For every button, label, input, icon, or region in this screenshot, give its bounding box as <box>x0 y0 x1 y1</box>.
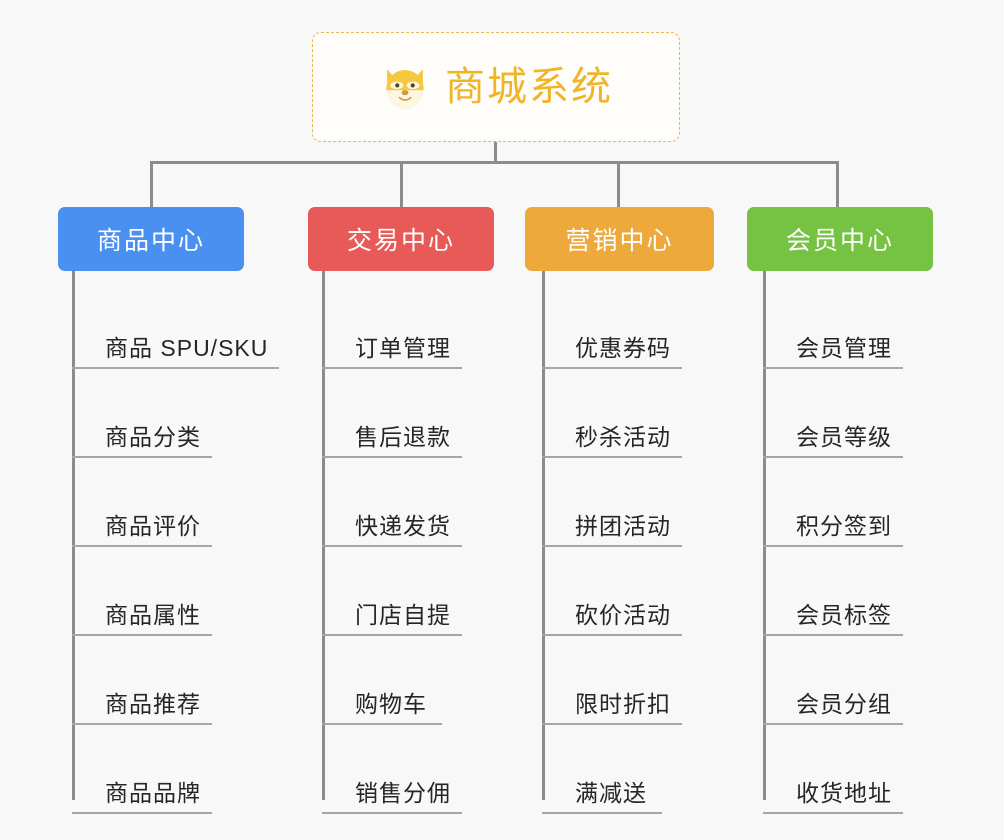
leaf-label: 积分签到 <box>763 513 903 547</box>
connector-drop-3 <box>617 161 620 207</box>
leaf-label: 砍价活动 <box>542 602 682 636</box>
list-item[interactable]: 会员等级 <box>763 377 903 466</box>
leaf-label: 订单管理 <box>322 335 462 369</box>
dog-face-icon <box>379 61 431 113</box>
branch-header-marketing-center[interactable]: 营销中心 <box>525 207 714 271</box>
list-item[interactable]: 会员标签 <box>763 555 903 644</box>
connector-stub-2 <box>322 270 325 288</box>
column-rail <box>542 288 545 800</box>
list-item[interactable]: 满减送 <box>542 733 682 822</box>
leaf-label: 会员标签 <box>763 602 903 636</box>
leaf-column-marketing-center: 优惠券码 秒杀活动 拼团活动 砍价活动 限时折扣 满减送 <box>542 288 682 822</box>
list-item[interactable]: 门店自提 <box>322 555 462 644</box>
leaf-label: 售后退款 <box>322 424 462 458</box>
leaf-label: 会员分组 <box>763 691 903 725</box>
list-item[interactable]: 秒杀活动 <box>542 377 682 466</box>
list-item[interactable]: 商品评价 <box>72 466 279 555</box>
connector-drop-2 <box>400 161 403 207</box>
list-item[interactable]: 订单管理 <box>322 288 462 377</box>
column-rail <box>763 288 766 800</box>
list-item[interactable]: 商品推荐 <box>72 644 279 733</box>
root-title: 商城系统 <box>445 65 613 109</box>
leaf-label: 秒杀活动 <box>542 424 682 458</box>
list-item[interactable]: 拼团活动 <box>542 466 682 555</box>
leaf-label: 会员管理 <box>763 335 903 369</box>
connector-horizontal-bus <box>150 161 838 164</box>
list-item[interactable]: 会员分组 <box>763 644 903 733</box>
list-item[interactable]: 限时折扣 <box>542 644 682 733</box>
list-item[interactable]: 会员管理 <box>763 288 903 377</box>
connector-drop-4 <box>836 161 839 207</box>
branch-header-label: 会员中心 <box>785 227 894 255</box>
leaf-label: 满减送 <box>542 780 662 814</box>
leaf-label: 门店自提 <box>322 602 462 636</box>
branch-header-label: 商品中心 <box>96 227 205 255</box>
leaf-label: 拼团活动 <box>542 513 682 547</box>
connector-stub-4 <box>763 270 766 288</box>
leaf-label: 优惠券码 <box>542 335 682 369</box>
list-item[interactable]: 售后退款 <box>322 377 462 466</box>
branch-header-trade-center[interactable]: 交易中心 <box>308 207 494 271</box>
list-item[interactable]: 商品 SPU/SKU <box>72 288 280 377</box>
list-item[interactable]: 快递发货 <box>322 466 462 555</box>
leaf-label: 快递发货 <box>322 513 462 547</box>
column-rail <box>322 288 325 800</box>
list-item[interactable]: 销售分佣 <box>322 733 462 822</box>
branch-header-label: 营销中心 <box>565 227 674 255</box>
list-item[interactable]: 积分签到 <box>763 466 903 555</box>
branch-header-label: 交易中心 <box>346 227 455 255</box>
leaf-label: 商品分类 <box>72 424 212 458</box>
list-item[interactable]: 购物车 <box>322 644 462 733</box>
list-item[interactable]: 砍价活动 <box>542 555 682 644</box>
leaf-label: 会员等级 <box>763 424 903 458</box>
leaf-label: 商品 SPU/SKU <box>72 335 280 369</box>
branch-header-product-center[interactable]: 商品中心 <box>58 207 244 271</box>
leaf-label: 销售分佣 <box>322 780 462 814</box>
leaf-label: 购物车 <box>322 691 442 725</box>
list-item[interactable]: 收货地址 <box>763 733 903 822</box>
list-item[interactable]: 优惠券码 <box>542 288 682 377</box>
list-item[interactable]: 商品属性 <box>72 555 279 644</box>
leaf-label: 限时折扣 <box>542 691 682 725</box>
column-rail <box>72 288 75 800</box>
connector-stub-1 <box>72 270 75 288</box>
leaf-column-member-center: 会员管理 会员等级 积分签到 会员标签 会员分组 收货地址 <box>763 288 903 822</box>
leaf-label: 商品属性 <box>72 602 212 636</box>
connector-drop-1 <box>150 161 153 207</box>
leaf-label: 商品评价 <box>72 513 212 547</box>
connector-stub-3 <box>542 270 545 288</box>
branch-header-member-center[interactable]: 会员中心 <box>747 207 933 271</box>
list-item[interactable]: 商品分类 <box>72 377 279 466</box>
leaf-label: 商品品牌 <box>72 780 212 814</box>
root-node[interactable]: 商城系统 <box>312 32 680 142</box>
leaf-label: 商品推荐 <box>72 691 212 725</box>
list-item[interactable]: 商品品牌 <box>72 733 279 822</box>
leaf-column-trade-center: 订单管理 售后退款 快递发货 门店自提 购物车 销售分佣 <box>322 288 462 822</box>
connector-root-stem <box>494 142 497 163</box>
leaf-label: 收货地址 <box>763 780 903 814</box>
leaf-column-product-center: 商品 SPU/SKU 商品分类 商品评价 商品属性 商品推荐 商品品牌 <box>72 288 280 822</box>
